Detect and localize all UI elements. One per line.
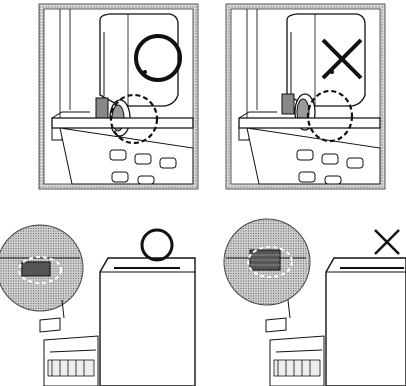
correct-mark-icon [142, 230, 172, 260]
panel-top-left [39, 4, 198, 189]
panel-bottom-left [0, 225, 195, 386]
incorrect-mark-icon [375, 230, 399, 254]
panel-bottom-right [224, 219, 406, 386]
panel-top-right [226, 4, 385, 189]
